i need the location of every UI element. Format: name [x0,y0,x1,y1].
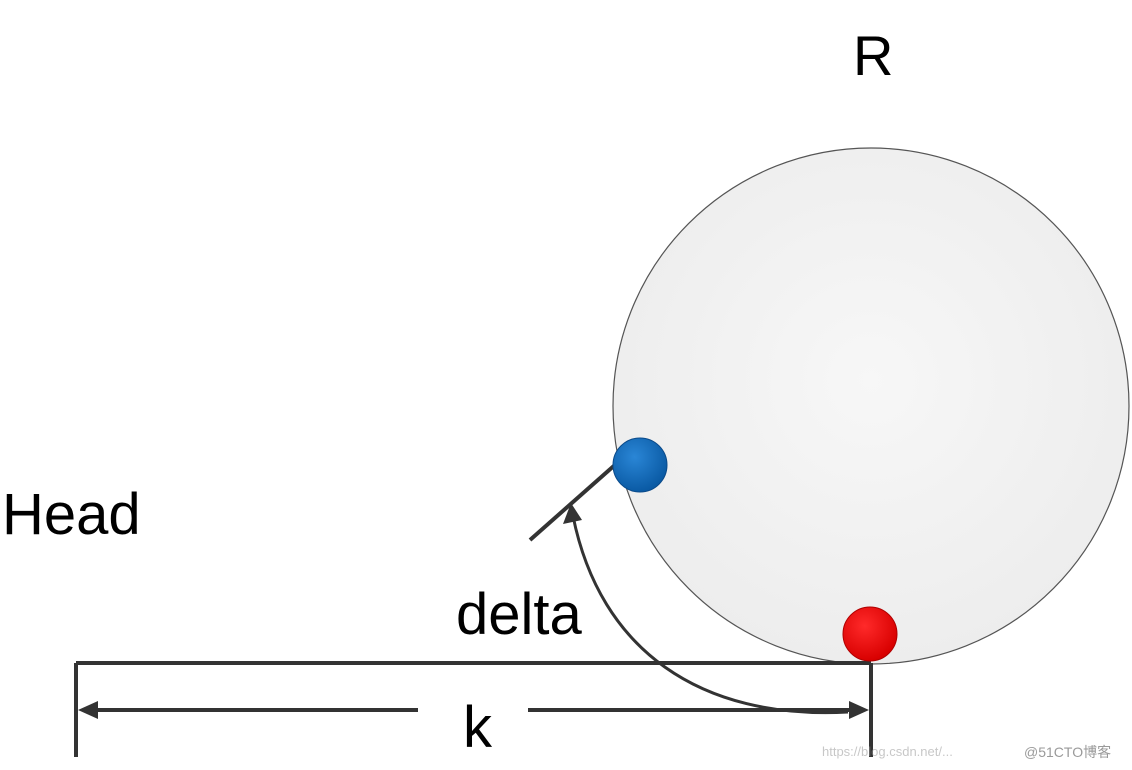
ring-circle [612,147,1130,665]
blue-dot [612,437,668,493]
red-dot [842,606,898,662]
blue-dot-tail-line [528,462,618,542]
label-head: Head [2,482,141,547]
label-delta: delta [456,582,583,647]
label-r: R [853,24,893,87]
delta-arc-arrowhead [563,503,582,524]
k-arrow-left-head [78,701,98,719]
k-arrow-right-head [849,701,869,719]
delta-arc [571,515,849,715]
label-k: k [463,695,493,760]
watermark-brand: @51CTO博客 [1024,744,1111,760]
watermark-url: https://blog.csdn.net/... [822,744,953,759]
